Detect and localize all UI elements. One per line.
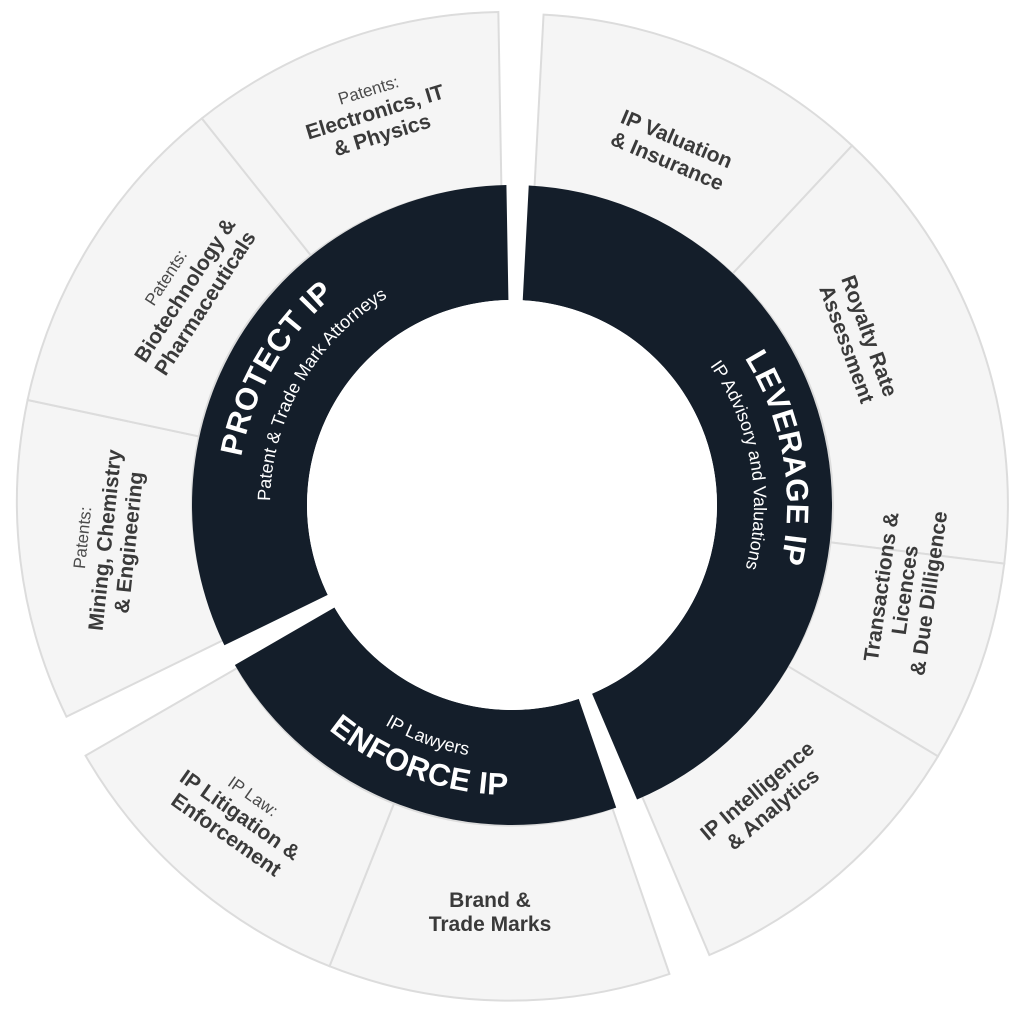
category-segment[interactable] — [234, 607, 617, 826]
category-segment[interactable] — [522, 185, 832, 800]
category-segment[interactable] — [191, 185, 509, 646]
service-label: Brand &Trade Marks — [429, 889, 552, 936]
service-line: Trade Marks — [429, 913, 552, 936]
service-segment[interactable] — [731, 144, 1009, 565]
service-segment[interactable] — [200, 10, 503, 257]
service-segment[interactable] — [84, 666, 396, 968]
center-circle — [307, 300, 717, 710]
service-line: Brand & — [449, 889, 531, 912]
